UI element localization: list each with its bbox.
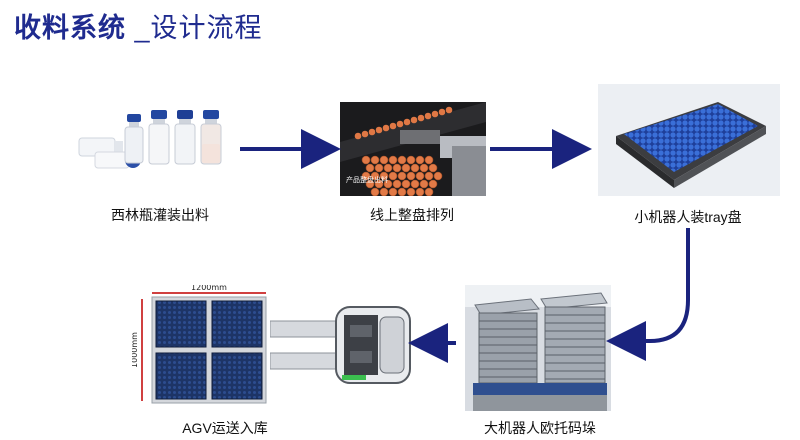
step-label-3: 小机器人装tray盘 — [634, 209, 742, 225]
width-dimension-label: 1200mm — [191, 285, 227, 292]
vials-image — [75, 100, 235, 180]
pallet — [473, 383, 607, 395]
conveyor-image: 产品整盘出料 — [340, 102, 486, 197]
title-main: 收料系统 — [14, 13, 126, 43]
page-title: 收料系统 _设计流程 — [14, 6, 263, 45]
conveyor-inset-text: 产品整盘出料 — [346, 175, 388, 184]
tray-vials — [624, 104, 758, 172]
vial-1 — [124, 114, 144, 164]
pallet-layout: 1200mm 1000mm — [130, 283, 272, 405]
vial-row — [354, 106, 453, 140]
tray-stack-right — [540, 292, 608, 384]
height-dimension-label: 1000mm — [132, 332, 139, 368]
tray-stack-left — [474, 298, 540, 384]
step-label-4: 大机器人欧托码垛 — [484, 420, 596, 436]
tray-image — [598, 84, 780, 196]
step-label-2: 线上整盘排列 — [370, 207, 454, 223]
step-label-1: 西林瓶灌装出料 — [111, 207, 209, 223]
vial-4 — [200, 110, 222, 165]
agv-image — [269, 305, 415, 385]
vial-3 — [174, 110, 196, 165]
pallet-image — [465, 285, 611, 411]
title-sub: _设计流程 — [126, 13, 263, 43]
gripper — [400, 130, 440, 144]
step-label-5: AGV运送入库 — [182, 420, 268, 436]
vial-2 — [148, 110, 170, 165]
agv-status-light — [342, 375, 366, 380]
vial-cluster — [361, 155, 443, 197]
arrow-step3-to-step4 — [606, 228, 690, 361]
